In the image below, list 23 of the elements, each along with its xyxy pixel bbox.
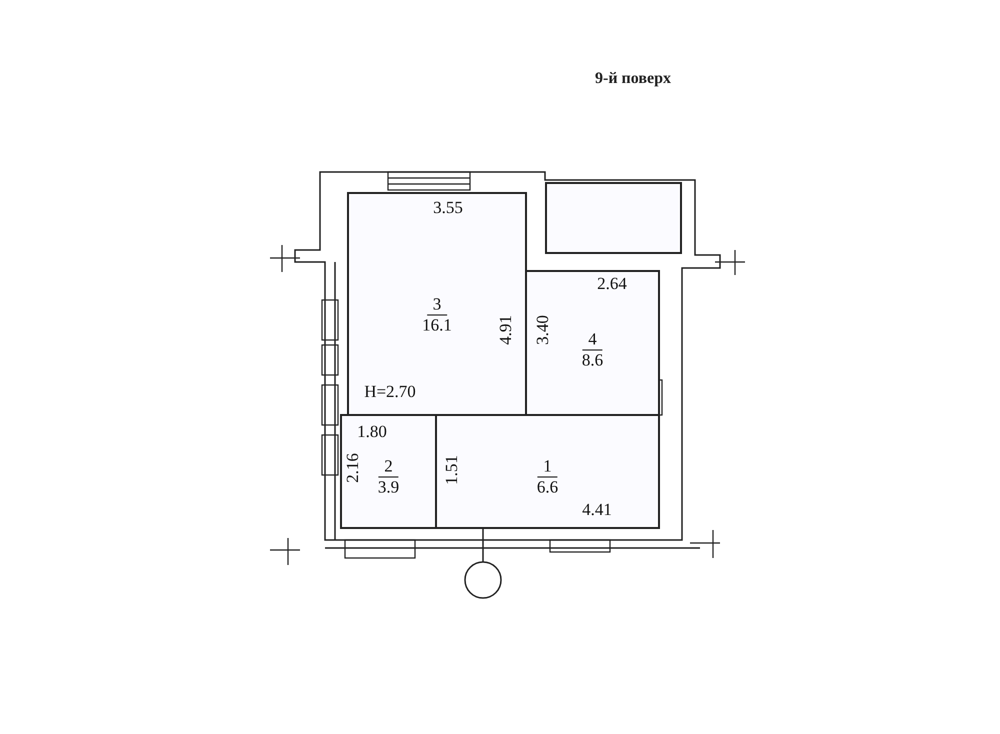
ceiling-height-text: H=2.70 <box>364 383 416 401</box>
room-outline <box>347 192 527 416</box>
floor-title: 9-й поверх <box>595 70 672 88</box>
room-outline <box>435 414 660 529</box>
room-area: 8.6 <box>582 350 604 371</box>
dimension-text: 4.41 <box>582 501 612 519</box>
room-outline <box>340 414 437 529</box>
dimension-text: 4.91 <box>497 315 515 345</box>
room-outline <box>525 270 660 416</box>
room-area: 6.6 <box>536 478 558 498</box>
room-area: 3.9 <box>378 478 400 498</box>
dimension-text: 3.40 <box>534 315 552 345</box>
room-number: 4 <box>582 330 603 351</box>
dimension-text: 2.16 <box>344 453 362 483</box>
room-number: 2 <box>378 456 399 478</box>
dimension-text: 1.80 <box>357 423 387 441</box>
dimension-text: 3.55 <box>433 199 463 217</box>
room-number: 1 <box>537 456 558 478</box>
balcony-outline <box>545 182 682 254</box>
room-number: 3 <box>426 294 448 316</box>
dimension-text: 2.64 <box>597 275 627 293</box>
dimension-text: 1.51 <box>443 455 461 485</box>
room-area: 16.1 <box>422 316 452 336</box>
